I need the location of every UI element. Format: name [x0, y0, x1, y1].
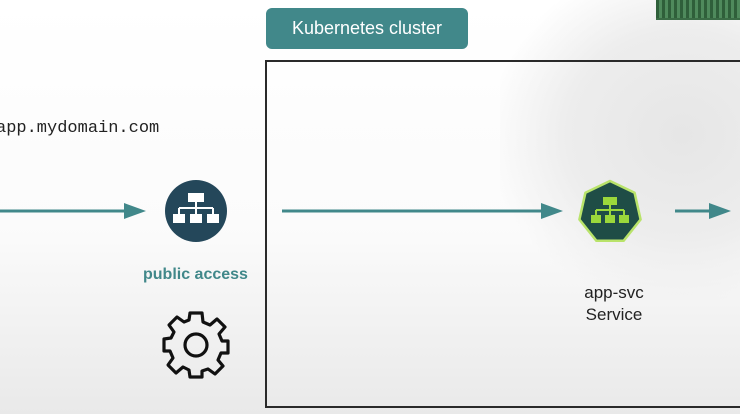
- arrow-into-lb: [0, 203, 146, 219]
- service-kind: Service: [585, 305, 643, 324]
- video-thumbnail: [656, 0, 740, 20]
- domain-name-text: app.mydomain.com: [0, 119, 160, 138]
- background-shape: [500, 0, 740, 300]
- service-name: app-svc: [584, 283, 644, 302]
- cluster-title: Kubernetes cluster: [291, 18, 443, 38]
- gear-icon: [162, 311, 230, 379]
- public-access-label: public access: [143, 266, 248, 283]
- load-balancer-network-icon: [165, 180, 227, 242]
- arrow-service-out: [675, 203, 731, 219]
- arrow-lb-to-service: [282, 203, 563, 219]
- cluster-title-badge: Kubernetes cluster: [266, 8, 468, 49]
- cluster-boundary: [265, 60, 740, 408]
- kubernetes-service-icon: [578, 179, 642, 243]
